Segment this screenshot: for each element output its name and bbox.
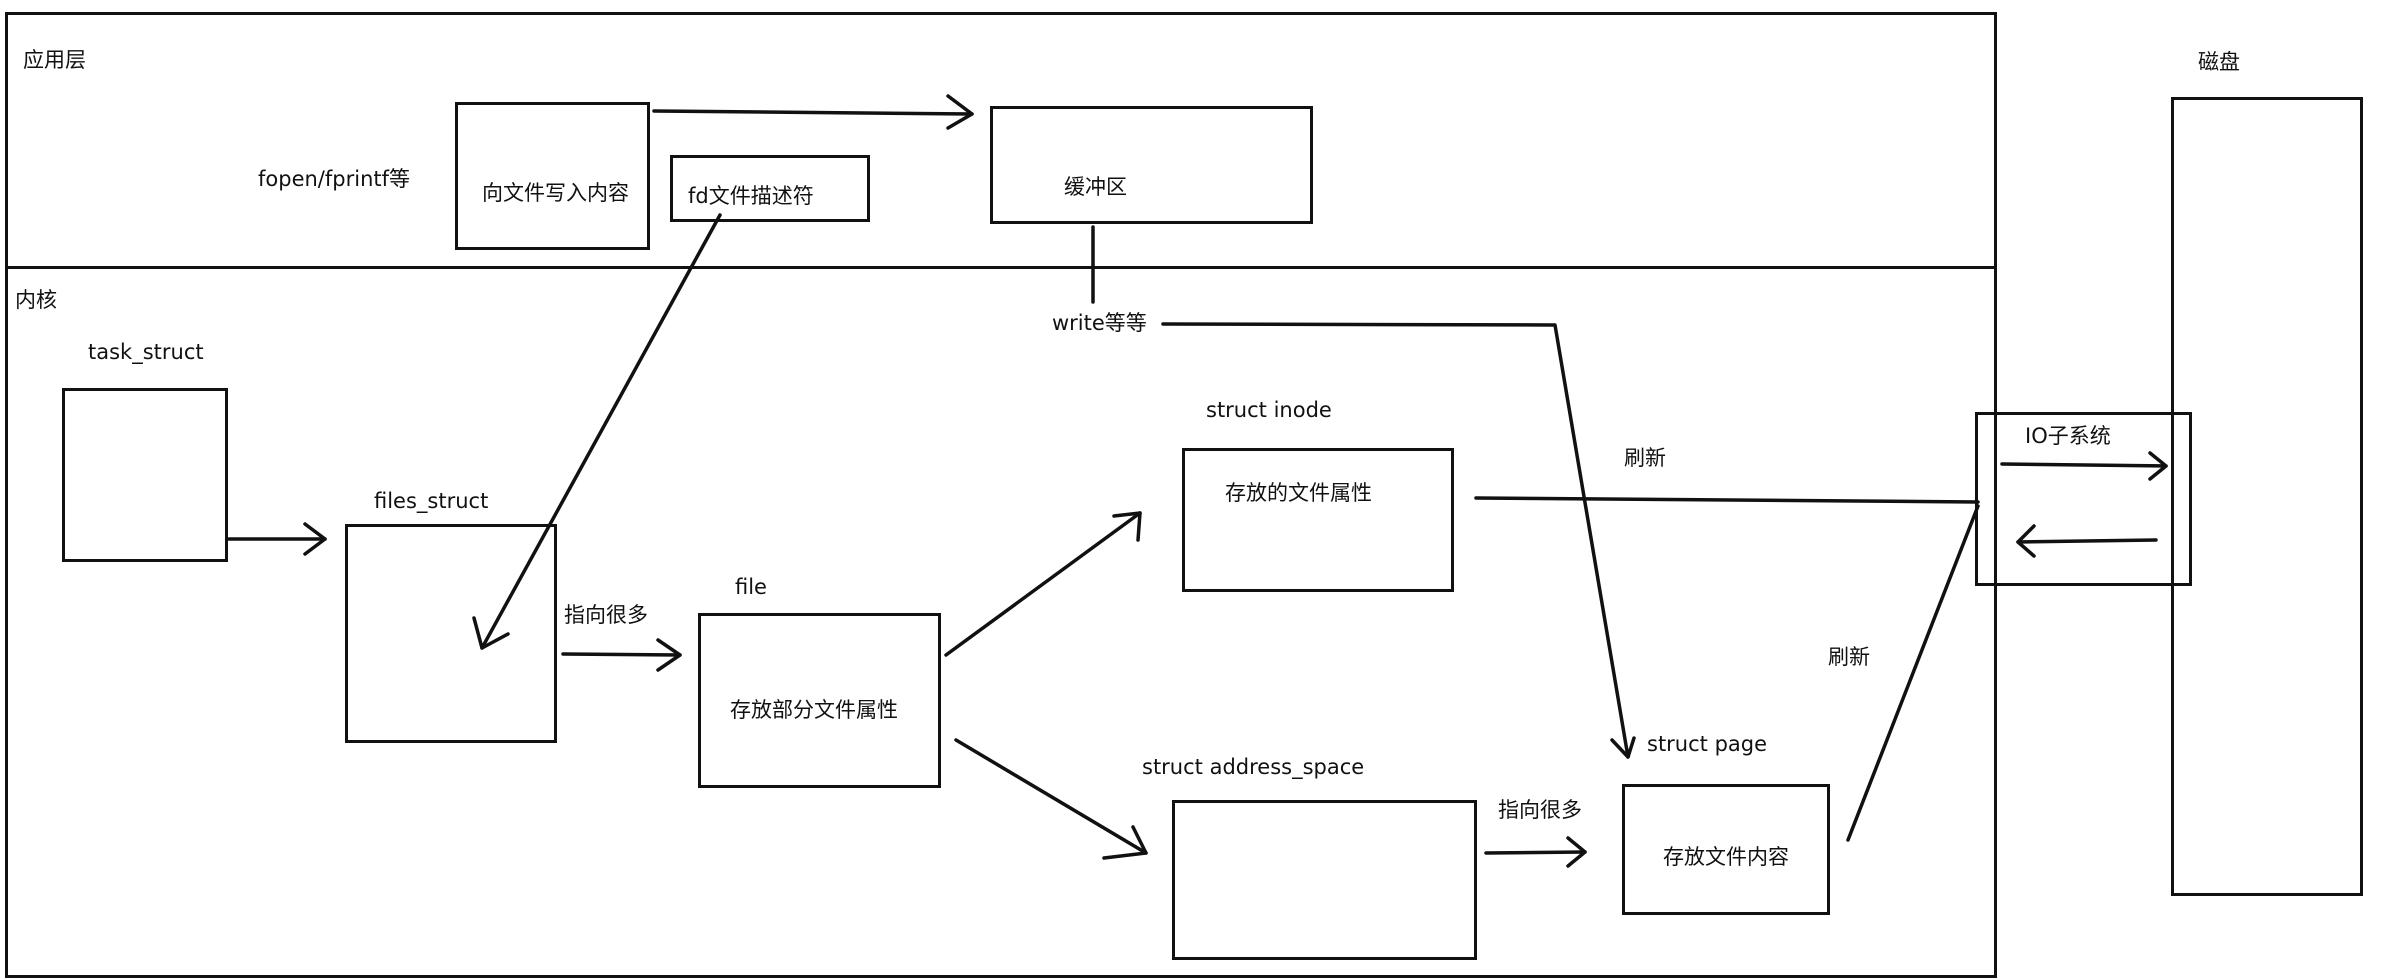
points-many-label-2: 指向很多 [1498,798,1582,822]
address-space-box [1172,800,1477,960]
files-struct-label: files_struct [374,489,489,513]
file-box [698,613,941,788]
io-subsystem-box [1975,412,2192,586]
line-page-to-io [1846,504,1980,842]
file-box-label: 存放部分文件属性 [730,698,898,722]
write-content-box [455,102,650,250]
write-label: write等等 [1052,311,1147,335]
arrow-disk-to-io [2016,538,2158,544]
refresh-label-1: 刷新 [1624,446,1666,470]
page-label: struct page [1647,732,1768,756]
refresh-label-2: 刷新 [1828,645,1870,669]
buffer-box-label: 缓冲区 [1064,175,1127,199]
fopen-label: fopen/fprintf等 [258,167,411,191]
arrow-io-to-disk [2000,462,2168,468]
io-subsystem-label: IO子系统 [2025,424,2111,448]
page-box-label: 存放文件内容 [1663,845,1789,869]
arrow-address-to-page [1484,850,1587,855]
arrow-write-to-buffer [652,109,974,116]
fd-box-label: fd文件描述符 [688,184,814,208]
arrow-write-to-page [1161,322,1630,759]
line-inode-to-io [1474,496,1980,504]
task-struct-box [62,388,228,562]
write-content-box-label: 向文件写入内容 [482,181,629,205]
arrow-fd-to-files-struct [480,213,722,650]
arrow-file-to-inode [944,511,1142,657]
files-struct-box [345,524,557,743]
inode-box [1182,448,1454,592]
task-struct-label: task_struct [88,340,204,364]
arrow-file-to-address [954,738,1148,855]
page-box [1622,784,1830,915]
disk-box [2171,97,2363,896]
buffer-box [990,106,1313,224]
inode-label: struct inode [1206,398,1332,422]
fd-box [670,155,870,222]
file-label: file [735,575,767,599]
inode-box-label: 存放的文件属性 [1225,481,1372,505]
app-layer-label: 应用层 [23,48,86,72]
kernel-label: 内核 [15,288,57,312]
points-many-label-1: 指向很多 [564,603,648,627]
disk-label: 磁盘 [2198,50,2240,74]
arrow-files-to-file [561,652,682,657]
address-space-label: struct address_space [1142,755,1365,779]
